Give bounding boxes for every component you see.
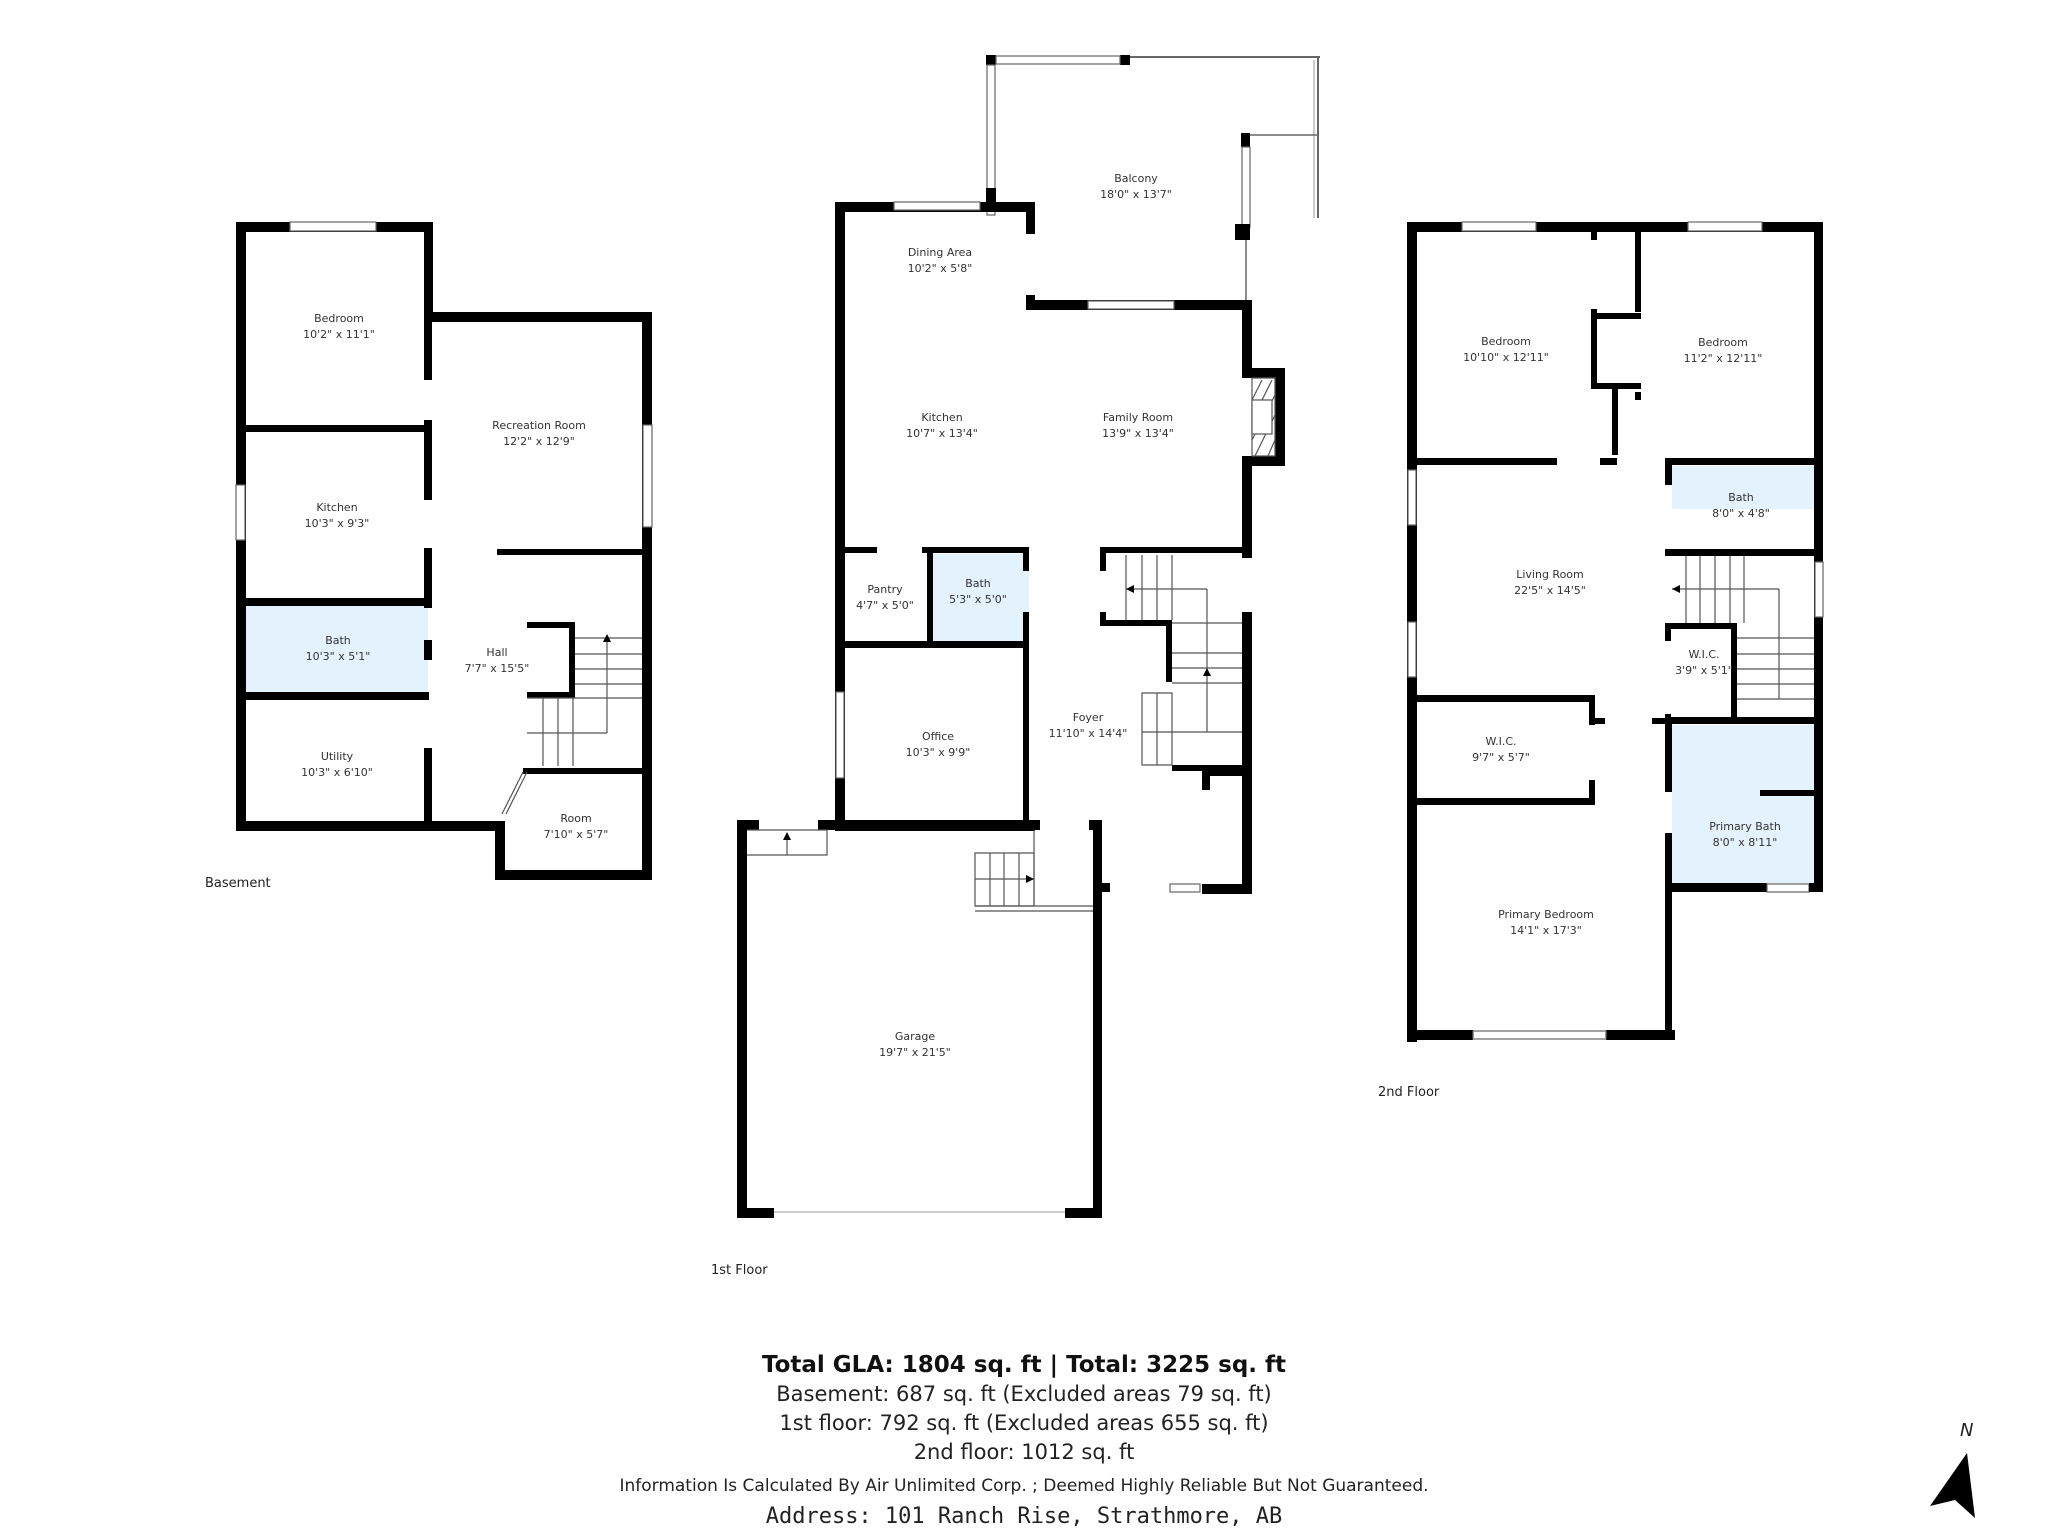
room-name: W.I.C. bbox=[1688, 648, 1720, 661]
room-name: Bedroom bbox=[1481, 335, 1531, 348]
basement-plan bbox=[235, 221, 653, 880]
room-dims: 3'9" x 5'1" bbox=[1675, 664, 1733, 677]
room-basement-hall: Hall 7'7" x 15'5" bbox=[465, 645, 530, 677]
room-2f-primary-bath: Primary Bath 8'0" x 8'11" bbox=[1709, 819, 1781, 851]
room-basement-room: Room 7'10" x 5'7" bbox=[544, 811, 609, 843]
room-name: Room bbox=[560, 812, 592, 825]
room-1f-garage: Garage 19'7" x 21'5" bbox=[879, 1029, 951, 1061]
room-dims: 9'7" x 5'7" bbox=[1472, 751, 1530, 764]
disclaimer: Information Is Calculated By Air Unlimit… bbox=[619, 1476, 1429, 1496]
second-floor-area: 2nd floor: 1012 sq. ft bbox=[913, 1440, 1135, 1464]
floor-label-2nd-floor: 2nd Floor bbox=[1378, 1085, 1440, 1100]
room-dims: 12'2" x 12'9" bbox=[503, 435, 575, 448]
room-dims: 19'7" x 21'5" bbox=[879, 1046, 951, 1059]
room-1f-balcony: Balcony 18'0" x 13'7" bbox=[1100, 171, 1172, 203]
room-dims: 11'10" x 14'4" bbox=[1048, 727, 1128, 740]
room-2f-bedroom-1: Bedroom 10'10" x 12'11" bbox=[1463, 334, 1549, 366]
room-basement-kitchen: Kitchen 10'3" x 9'3" bbox=[305, 500, 370, 532]
room-name: Dining Area bbox=[907, 246, 973, 259]
room-basement-utility: Utility 10'3" x 6'10" bbox=[301, 749, 373, 781]
room-dims: 10'3" x 6'10" bbox=[301, 766, 373, 779]
room-2f-primary-bedroom: Primary Bedroom 14'1" x 17'3" bbox=[1498, 907, 1594, 939]
room-name: Primary Bedroom bbox=[1498, 908, 1594, 921]
room-dims: 10'7" x 13'4" bbox=[906, 427, 978, 440]
room-name: Living Room bbox=[1516, 568, 1584, 581]
room-name: Family Room bbox=[1102, 411, 1174, 424]
room-name: Primary Bath bbox=[1709, 820, 1781, 833]
room-name: W.I.C. bbox=[1485, 735, 1517, 748]
room-2f-living: Living Room 22'5" x 14'5" bbox=[1514, 567, 1586, 599]
room-dims: 11'2" x 12'11" bbox=[1683, 352, 1763, 365]
room-name: Office bbox=[921, 730, 955, 743]
room-dims: 10'3" x 9'9" bbox=[905, 746, 971, 759]
north-arrow-icon bbox=[1930, 1453, 1975, 1518]
room-dims: 22'5" x 14'5" bbox=[1514, 584, 1586, 597]
room-1f-pantry: Pantry 4'7" x 5'0" bbox=[856, 582, 914, 614]
first-floor-area: 1st floor: 792 sq. ft (Excluded areas 65… bbox=[779, 1411, 1269, 1435]
room-dims: 10'2" x 5'8" bbox=[907, 262, 973, 275]
basement-area: Basement: 687 sq. ft (Excluded areas 79 … bbox=[776, 1382, 1272, 1406]
area-summary: Total GLA: 1804 sq. ft | Total: 3225 sq.… bbox=[0, 1350, 2048, 1533]
room-name: Hall bbox=[486, 646, 508, 659]
second-floor-plan bbox=[1407, 221, 1824, 1042]
floor-label-basement: Basement bbox=[205, 876, 271, 891]
room-2f-wic-large: W.I.C. 9'7" x 5'7" bbox=[1472, 734, 1530, 766]
room-name: Balcony bbox=[1114, 172, 1158, 185]
room-name: Kitchen bbox=[316, 501, 358, 514]
room-dims: 7'10" x 5'7" bbox=[543, 828, 609, 841]
room-dims: 10'3" x 9'3" bbox=[304, 517, 370, 530]
total-area: Total GLA: 1804 sq. ft | Total: 3225 sq.… bbox=[761, 1352, 1287, 1378]
room-name: Bath bbox=[965, 577, 991, 590]
compass-label: N bbox=[1960, 1420, 1974, 1441]
room-2f-bath: Bath 8'0" x 4'8" bbox=[1712, 490, 1770, 522]
room-dims: 5'3" x 5'0" bbox=[949, 593, 1007, 606]
room-dims: 7'7" x 15'5" bbox=[464, 662, 530, 675]
room-dims: 18'0" x 13'7" bbox=[1100, 188, 1172, 201]
room-name: Recreation Room bbox=[492, 419, 586, 432]
room-basement-bath: Bath 10'3" x 5'1" bbox=[306, 633, 371, 665]
room-name: Bedroom bbox=[1698, 336, 1748, 349]
room-name: Utility bbox=[320, 750, 354, 763]
room-dims: 13'9" x 13'4" bbox=[1102, 427, 1174, 440]
room-name: Pantry bbox=[867, 583, 903, 596]
floor-label-1st-floor: 1st Floor bbox=[711, 1263, 768, 1278]
room-basement-bedroom: Bedroom 10'2" x 11'1" bbox=[303, 311, 375, 343]
room-2f-bedroom-2: Bedroom 11'2" x 12'11" bbox=[1684, 335, 1763, 367]
address: Address: 101 Ranch Rise, Strathmore, AB bbox=[765, 1504, 1283, 1529]
room-name: Kitchen bbox=[921, 411, 963, 424]
room-name: Garage bbox=[894, 1030, 936, 1043]
room-dims: 14'1" x 17'3" bbox=[1510, 924, 1582, 937]
first-floor-plan bbox=[737, 55, 1320, 1218]
room-name: Bedroom bbox=[314, 312, 364, 325]
room-dims: 8'0" x 8'11" bbox=[1712, 836, 1778, 849]
room-2f-wic-small: W.I.C. 3'9" x 5'1" bbox=[1675, 647, 1733, 679]
room-name: Bath bbox=[1728, 491, 1754, 504]
room-1f-office: Office 10'3" x 9'9" bbox=[906, 729, 971, 761]
room-dims: 10'2" x 11'1" bbox=[303, 328, 375, 341]
room-1f-foyer: Foyer 11'10" x 14'4" bbox=[1049, 710, 1128, 742]
room-1f-kitchen: Kitchen 10'7" x 13'4" bbox=[906, 410, 978, 442]
room-1f-dining: Dining Area 10'2" x 5'8" bbox=[908, 245, 973, 277]
room-1f-family: Family Room 13'9" x 13'4" bbox=[1102, 410, 1174, 442]
room-dims: 8'0" x 4'8" bbox=[1712, 507, 1770, 520]
room-dims: 10'10" x 12'11" bbox=[1463, 351, 1549, 364]
room-name: Foyer bbox=[1072, 711, 1104, 724]
room-dims: 4'7" x 5'0" bbox=[856, 599, 914, 612]
room-1f-bath: Bath 5'3" x 5'0" bbox=[949, 576, 1007, 608]
room-dims: 10'3" x 5'1" bbox=[305, 650, 371, 663]
room-basement-recreation: Recreation Room 12'2" x 12'9" bbox=[492, 418, 586, 450]
room-name: Bath bbox=[325, 634, 351, 647]
